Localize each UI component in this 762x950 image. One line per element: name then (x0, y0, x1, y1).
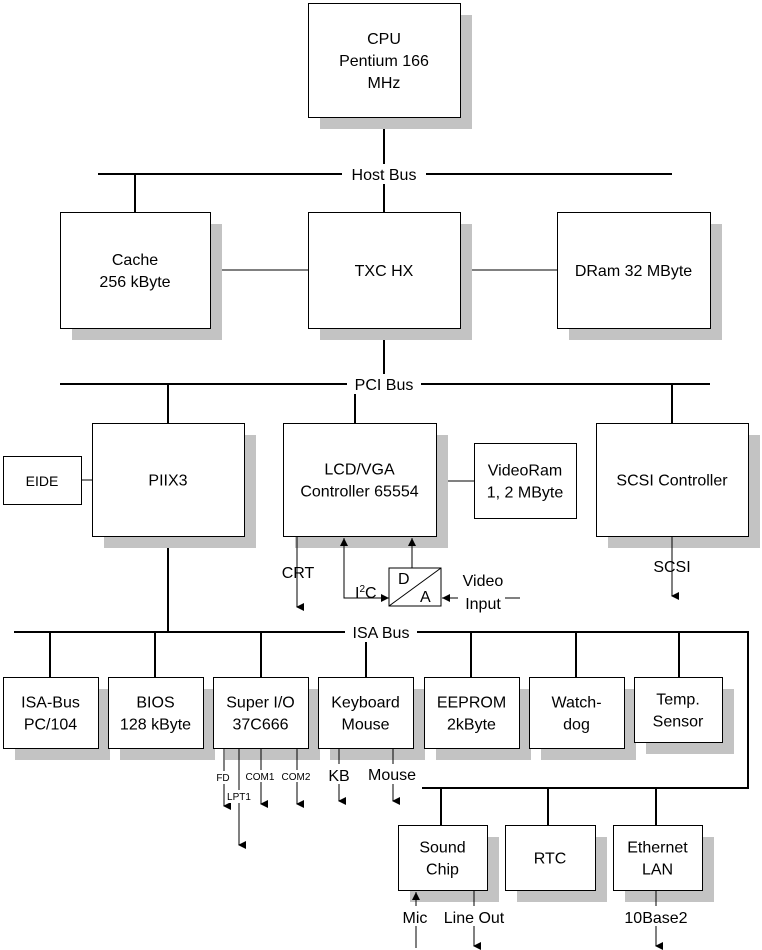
block-label: SCSI Controller (616, 473, 728, 490)
block-label: 256 kByte (99, 274, 170, 291)
block-label: Sensor (653, 714, 704, 731)
block-label: BIOS (136, 695, 174, 712)
block-label: dog (563, 717, 590, 734)
block-scsi-ctrl: SCSI Controller (596, 423, 760, 548)
block-label: Mouse (341, 717, 389, 734)
block-rtc: RTC (505, 825, 607, 902)
kb-label: KB (328, 768, 349, 785)
block-label: VideoRam (488, 463, 562, 480)
block-videoram: VideoRam 1, 2 MByte (474, 443, 577, 519)
block-label: 37C666 (232, 717, 288, 734)
block-label: DRam 32 MByte (575, 263, 692, 280)
da-a-label: A (420, 589, 431, 606)
host-bus-label: Host Bus (352, 167, 417, 184)
video-input-label-2: Input (465, 596, 501, 613)
block-frame (424, 677, 520, 749)
block-temp: Temp. Sensor (634, 677, 734, 754)
block-label: RTC (534, 851, 567, 868)
block-eeprom: EEPROM 2kByte (424, 677, 531, 760)
da-converter: D A (388, 567, 442, 607)
block-label: EIDE (26, 473, 59, 489)
video-input-label-1: Video (463, 573, 504, 590)
com2-label: COM2 (282, 772, 311, 783)
crt-label: CRT (282, 565, 315, 582)
block-label: Watch- (551, 695, 601, 712)
block-label: EEPROM (437, 695, 506, 712)
pci-bus-label: PCI Bus (355, 377, 414, 394)
block-label: ISA-Bus (21, 695, 80, 712)
block-label: MHz (368, 75, 401, 92)
block-frame (3, 456, 82, 505)
block-label: PIIX3 (148, 473, 187, 490)
block-frame (318, 677, 414, 749)
block-label: LAN (642, 862, 673, 879)
block-label: Cache (112, 252, 158, 269)
block-frame (474, 443, 577, 519)
block-label: 1, 2 MByte (487, 485, 564, 502)
block-frame (505, 825, 596, 891)
mic-label: Mic (403, 910, 428, 927)
block-label: Controller 65554 (300, 484, 418, 501)
block-eide: EIDE (3, 456, 82, 505)
com1-label: COM1 (246, 772, 275, 783)
block-frame (529, 677, 625, 749)
block-label: Temp. (656, 692, 700, 709)
block-label: LCD/VGA (324, 462, 395, 479)
block-frame (613, 825, 703, 891)
block-frame (557, 212, 711, 329)
block-label: Chip (426, 862, 459, 879)
block-label: 2kByte (447, 717, 496, 734)
block-superio: Super I/O 37C666 (213, 677, 320, 760)
scsi-label: SCSI (653, 559, 690, 576)
block-frame (634, 677, 723, 743)
block-label: PC/104 (24, 717, 77, 734)
10base2-label: 10Base2 (624, 910, 687, 927)
block-frame (60, 212, 211, 329)
block-frame (213, 677, 309, 749)
block-cache: Cache 256 kByte (60, 212, 222, 340)
block-label: Sound (419, 840, 465, 857)
block-label: TXC HX (355, 263, 414, 280)
mouse-label: Mouse (368, 767, 416, 784)
block-frame (3, 677, 99, 749)
block-label: CPU (367, 31, 401, 48)
block-frame (596, 423, 749, 537)
block-label: Super I/O (226, 695, 294, 712)
block-frame (92, 423, 245, 537)
block-piix3: PIIX3 (92, 423, 256, 548)
lpt1-label: LPT1 (227, 792, 251, 803)
connectors (49, 117, 680, 825)
i2c-label: I2C (355, 584, 377, 602)
block-label: Pentium 166 (339, 53, 429, 70)
line-out-label: Line Out (444, 910, 505, 927)
block-frame (308, 212, 461, 329)
block-frame (308, 3, 461, 118)
block-frame (283, 423, 437, 537)
block-lcd: LCD/VGA Controller 65554 (283, 423, 448, 548)
block-frame (398, 825, 488, 891)
block-label: Keyboard (331, 695, 400, 712)
isa-bus-label: ISA Bus (353, 625, 410, 642)
block-watchdog: Watch-dog (529, 677, 636, 760)
block-bios: BIOS 128 kByte (108, 677, 215, 760)
block-frame (108, 677, 204, 749)
fd-label: FD (216, 773, 229, 784)
block-label: Ethernet (627, 840, 688, 857)
block-txc: TXC HX (308, 212, 472, 340)
block-label: 128 kByte (120, 717, 191, 734)
da-d-label: D (398, 571, 410, 588)
block-dram: DRam 32 MByte (557, 212, 722, 340)
